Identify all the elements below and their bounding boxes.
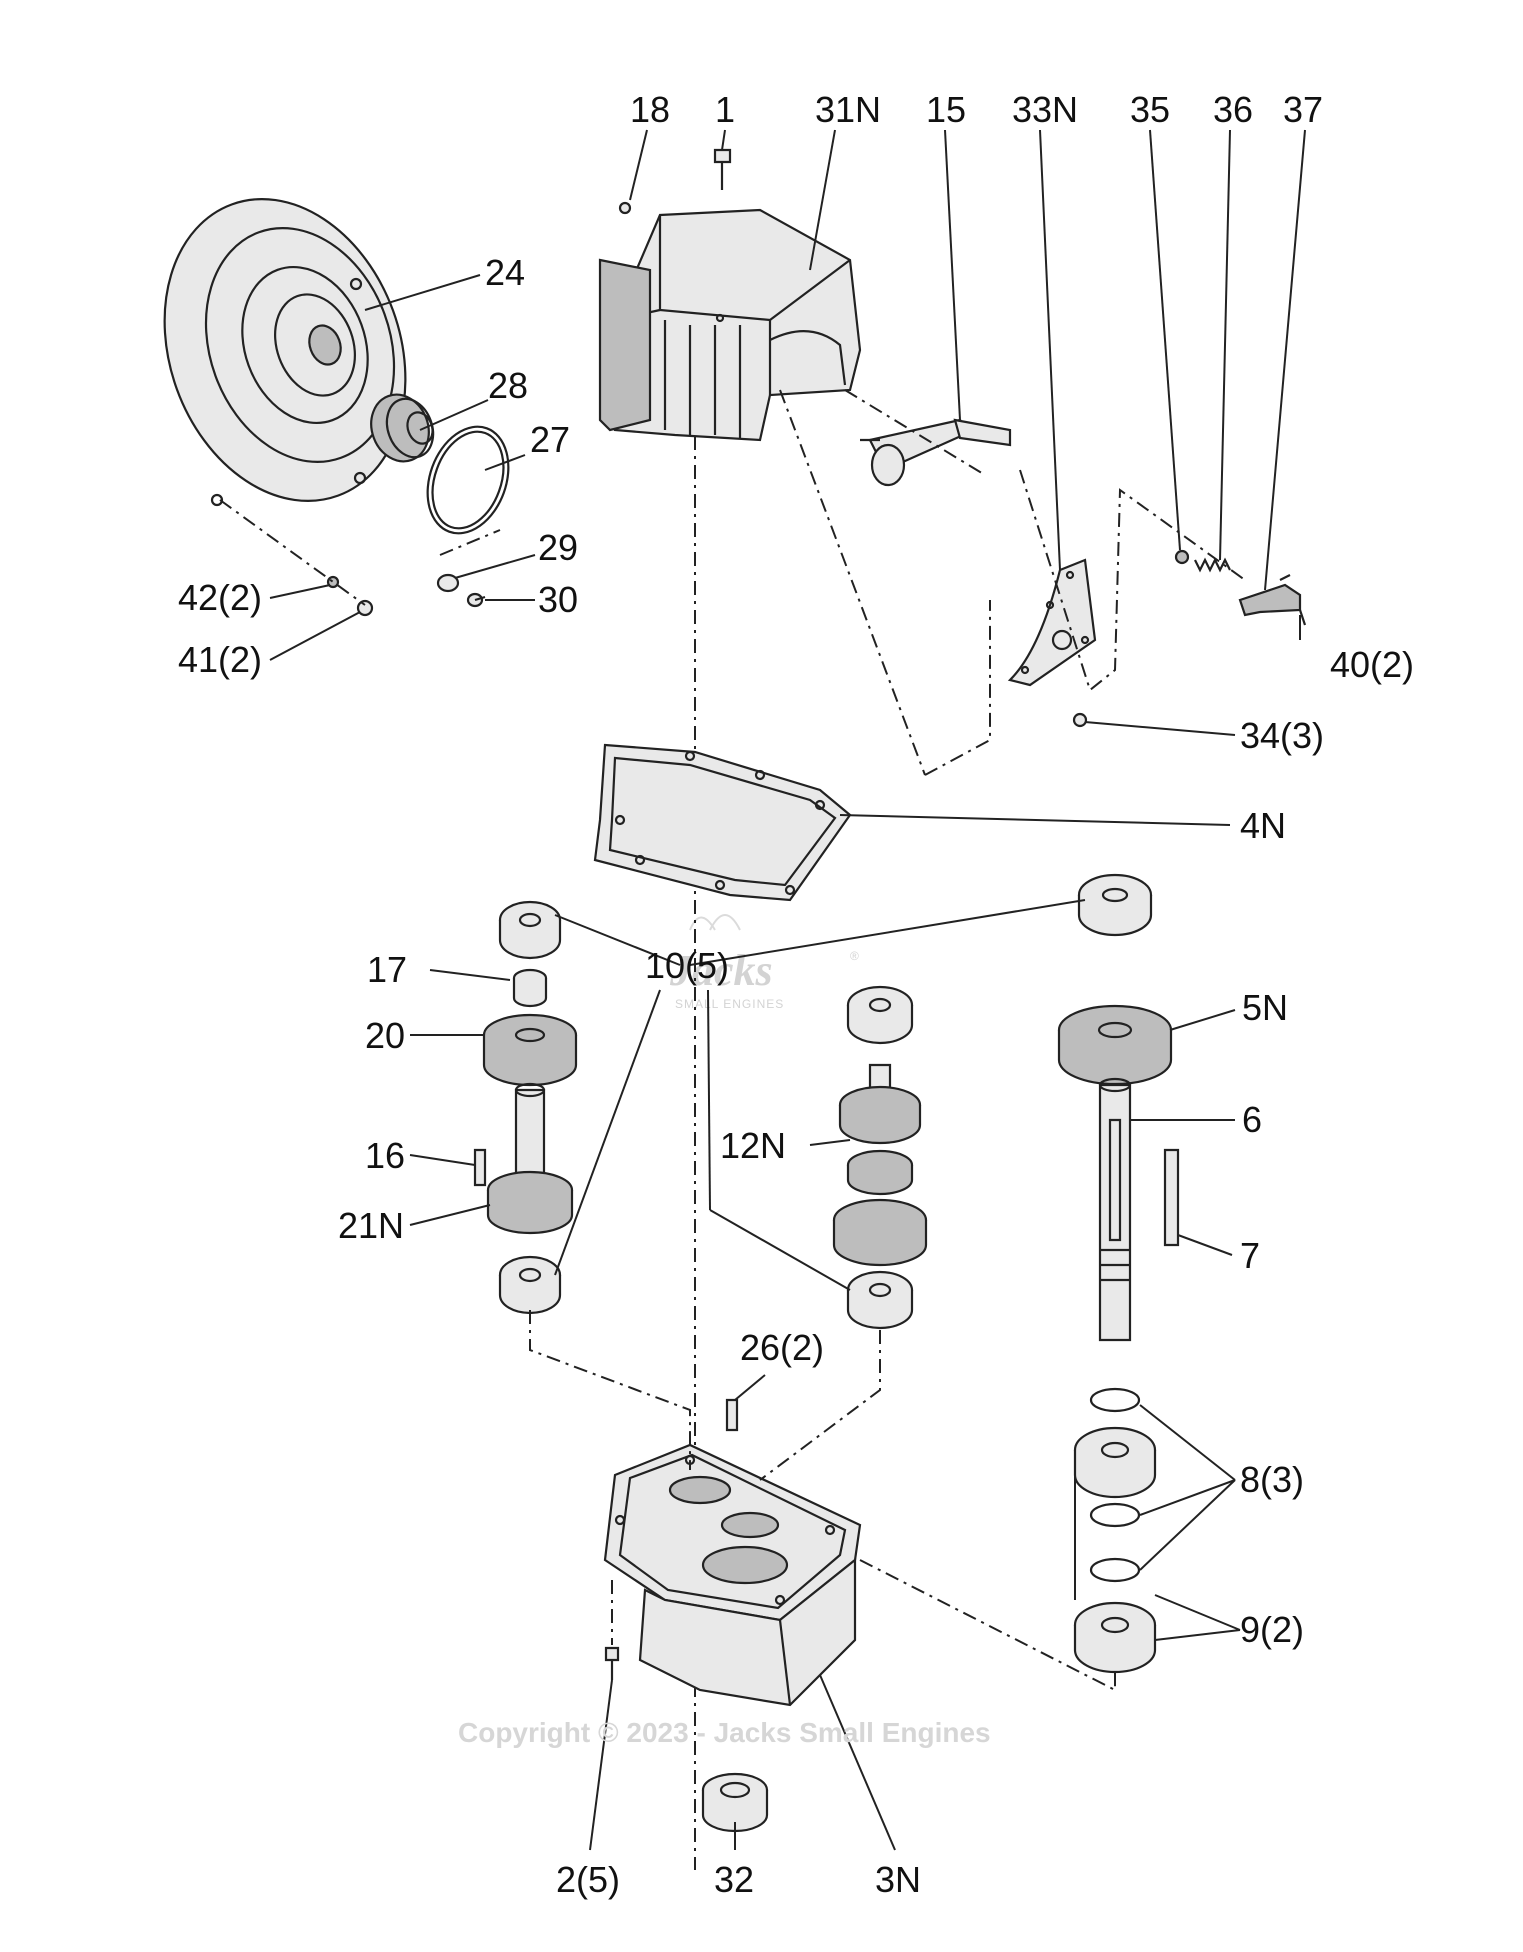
- callout-8: 8(3): [1240, 1459, 1304, 1500]
- callout-15: 15: [926, 89, 966, 130]
- callout-41: 41(2): [178, 639, 262, 680]
- o-ring-27: [426, 425, 510, 535]
- bearing-10-upper-middle: [846, 985, 914, 1045]
- dowel-pin-26: [725, 1398, 739, 1432]
- callout-32: 32: [714, 1859, 754, 1900]
- snap-ring-8-a: [1089, 1387, 1141, 1413]
- callout-21N: 21N: [338, 1205, 404, 1246]
- copyright-watermark: Copyright © 2023 - Jacks Small Engines: [458, 1717, 991, 1748]
- screw-34: [1072, 712, 1088, 728]
- bearing-10-upper-left: [498, 900, 562, 960]
- callout-labels: 18 1 31N 15 33N 35 36 37 24 28 27 29 30 …: [178, 89, 1414, 1900]
- logo-registered-mark: ®: [850, 949, 860, 963]
- callout-40: 40(2): [1330, 644, 1414, 685]
- callout-6: 6: [1242, 1099, 1262, 1140]
- callout-1: 1: [715, 89, 735, 130]
- callout-16: 16: [365, 1135, 405, 1176]
- callout-35: 35: [1130, 89, 1170, 130]
- assembly-line-b: [924, 600, 991, 776]
- pin-18: [618, 201, 632, 215]
- callout-17: 17: [367, 949, 407, 990]
- logo-subtext: SMALL ENGINES: [675, 997, 784, 1011]
- bearing-10-upper-right: [1077, 873, 1153, 937]
- assembly-line-d: [844, 389, 986, 476]
- callout-10: 10(5): [645, 945, 729, 986]
- callout-36: 36: [1213, 89, 1253, 130]
- flange-cover-24: [163, 198, 407, 507]
- callout-3N: 3N: [875, 1859, 921, 1900]
- gear-case-3N: [603, 1443, 862, 1707]
- shift-knob-37: [1238, 574, 1307, 626]
- oil-seal-32: [701, 1772, 769, 1833]
- callout-26: 26(2): [740, 1327, 824, 1368]
- callout-34: 34(3): [1240, 715, 1324, 756]
- main-shaft-6: [1098, 1077, 1132, 1342]
- bolt-41: [356, 599, 374, 617]
- callout-31N: 31N: [815, 89, 881, 130]
- spacer-29: [436, 573, 460, 593]
- shift-lever-15: [860, 418, 1012, 487]
- callout-18: 18: [630, 89, 670, 130]
- callout-20: 20: [365, 1015, 405, 1056]
- assembly-line-e: [439, 529, 501, 556]
- screw-2: [604, 1646, 620, 1680]
- pulley-28: [370, 393, 435, 463]
- ball-35: [1174, 549, 1190, 565]
- bolt-30: [466, 592, 486, 608]
- callout-7: 7: [1240, 1235, 1260, 1276]
- cluster-gear-12N: [832, 1063, 928, 1267]
- callout-28: 28: [488, 365, 528, 406]
- callout-9: 9(2): [1240, 1609, 1304, 1650]
- leader-lines: [269, 129, 1306, 1851]
- callout-42: 42(2): [178, 577, 262, 618]
- spring-36: [1194, 557, 1231, 573]
- callout-29: 29: [538, 527, 578, 568]
- bushing-17: [512, 968, 548, 1008]
- screw-1: [713, 148, 732, 190]
- callout-33N: 33N: [1012, 89, 1078, 130]
- callout-2: 2(5): [556, 1859, 620, 1900]
- callout-30: 30: [538, 579, 578, 620]
- key-16: [473, 1148, 487, 1187]
- snap-ring-8-c: [1089, 1557, 1141, 1583]
- gear-21N: [486, 1170, 574, 1235]
- callout-4N: 4N: [1240, 805, 1286, 846]
- callout-37: 37: [1283, 89, 1323, 130]
- gear-case-cover-31N: [598, 208, 862, 442]
- assembly-line-i: [859, 1559, 1116, 1692]
- assembly-line-f: [219, 499, 366, 606]
- assembly-line-h: [759, 1330, 881, 1481]
- callout-27: 27: [530, 419, 570, 460]
- bearing-9-lower: [1073, 1601, 1157, 1674]
- assembly-line-a: [779, 389, 926, 776]
- assembly-line-c: [1019, 469, 1246, 692]
- bearing-10-lower-left: [498, 1255, 562, 1315]
- bearing-9-upper: [1073, 1426, 1157, 1499]
- gear-20: [482, 1013, 578, 1087]
- bearing-10-lower-middle: [846, 1270, 914, 1330]
- callout-24: 24: [485, 252, 525, 293]
- callout-12N: 12N: [720, 1125, 786, 1166]
- callout-5N: 5N: [1242, 987, 1288, 1028]
- shift-plate-33N: [1007, 558, 1097, 687]
- assembly-line-g: [529, 1310, 691, 1470]
- gasket-4N: [593, 743, 852, 902]
- gear-5N: [1057, 1004, 1173, 1086]
- key-7: [1163, 1148, 1180, 1247]
- snap-ring-8-b: [1089, 1502, 1141, 1528]
